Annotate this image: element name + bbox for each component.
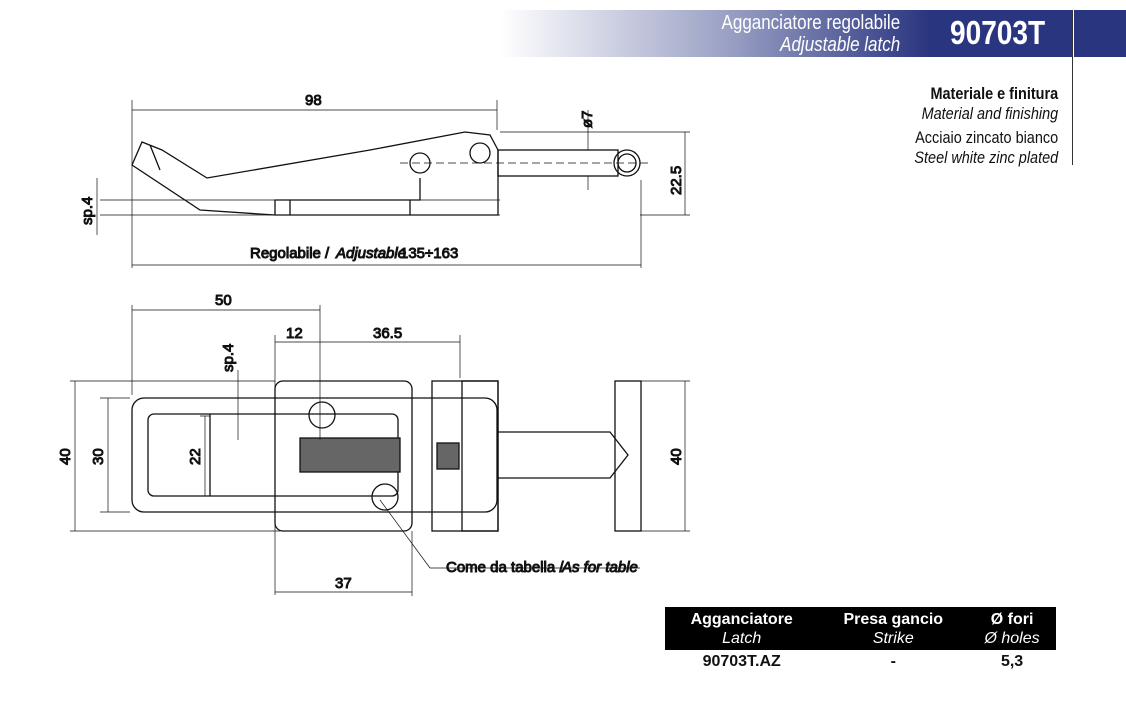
material-label-en: Material and finishing bbox=[921, 104, 1058, 123]
col-holes: Ø fori Ø holes bbox=[968, 607, 1056, 650]
dim-sp4-top: sp.4 bbox=[79, 197, 96, 225]
dim-98: 98 bbox=[305, 92, 322, 109]
dim-22: 22 bbox=[187, 448, 204, 465]
note-en: As for table bbox=[561, 559, 638, 576]
col-holes-en: Ø holes bbox=[984, 630, 1040, 647]
dim-37: 37 bbox=[335, 575, 352, 592]
divider bbox=[1072, 10, 1073, 165]
cell-latch: 90703T.AZ bbox=[702, 653, 781, 670]
dim-40-left: 40 bbox=[57, 448, 74, 465]
cell-holes: 5,3 bbox=[1000, 653, 1024, 670]
adjustable-label-it: Regolabile / bbox=[250, 245, 330, 262]
dim-30: 30 bbox=[90, 448, 107, 465]
dim-36-5: 36.5 bbox=[373, 325, 402, 342]
dim-sp4-bottom: sp.4 bbox=[220, 344, 237, 372]
col-latch-it: Agganciatore bbox=[690, 611, 793, 628]
col-holes-it: Ø fori bbox=[990, 611, 1034, 628]
adjustable-range: 135÷163 bbox=[400, 245, 458, 262]
product-code: 90703T bbox=[950, 14, 1046, 51]
col-latch-en: Latch bbox=[722, 630, 762, 647]
dim-12: 12 bbox=[286, 325, 303, 342]
header-band-end bbox=[1074, 10, 1126, 57]
material-value-it: Acciaio zincato bianco bbox=[915, 128, 1058, 147]
cell-strike: - bbox=[890, 653, 896, 670]
table-row: 90703T.AZ - 5,3 bbox=[665, 650, 1056, 674]
dim-22-5: 22.5 bbox=[668, 166, 685, 195]
dim-phi7: ø7 bbox=[579, 110, 596, 128]
material-value-en: Steel white zinc plated bbox=[914, 148, 1058, 167]
material-info: Materiale e finitura Material and finish… bbox=[914, 84, 1058, 168]
dim-50: 50 bbox=[215, 292, 232, 309]
dim-40-right: 40 bbox=[668, 448, 685, 465]
material-label-it: Materiale e finitura bbox=[930, 84, 1058, 103]
note-it: Come da tabella / bbox=[446, 559, 564, 576]
top-view bbox=[131, 380, 642, 569]
side-view bbox=[100, 131, 641, 216]
col-strike-it: Presa gancio bbox=[843, 611, 944, 628]
title-en: Adjustable latch bbox=[779, 34, 900, 56]
title-it: Agganciatore regolabile bbox=[721, 12, 900, 34]
adjustable-label-en: Adjustable bbox=[335, 245, 406, 262]
top-view-dimensions bbox=[70, 305, 690, 596]
header-band bbox=[500, 10, 1072, 57]
col-strike-en: Strike bbox=[872, 630, 914, 647]
side-view-dimensions bbox=[96, 100, 690, 268]
